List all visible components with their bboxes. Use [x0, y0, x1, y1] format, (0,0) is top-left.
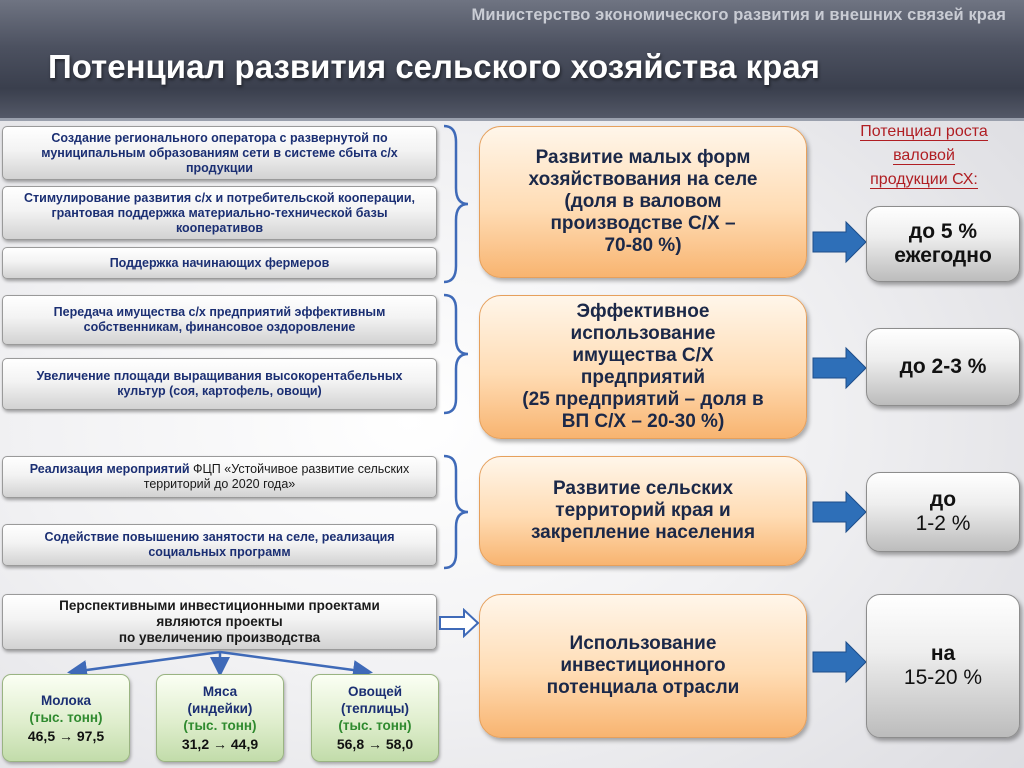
- hollow-arrow-icon: [438, 607, 480, 639]
- measure-text-bold: Реализация мероприятий: [29, 462, 190, 476]
- product-unit: (тыс. тонн): [29, 710, 103, 725]
- growth-heading-line: Потенциал роста: [860, 123, 988, 141]
- slide-title: Потенциал развития сельского хозяйства к…: [48, 48, 820, 85]
- growth-heading-line: валовой: [893, 147, 955, 165]
- growth-line: на: [930, 642, 956, 665]
- investment-projects-text: Перспективными инвестиционными проектами…: [59, 598, 380, 646]
- direction-line: Развитие сельских: [552, 478, 734, 499]
- curly-brace-icon: [440, 124, 470, 284]
- measure-text: Создание регионального оператора с разве…: [41, 130, 398, 175]
- measure-box-regional-operator: Создание регионального оператора с разве…: [2, 126, 437, 180]
- product-unit: (тыс. тонн): [183, 718, 257, 733]
- direction-line: (доля в валовом: [564, 191, 722, 212]
- measure-box-fcp-program: Реализация мероприятий ФЦП «Устойчивое р…: [2, 456, 437, 498]
- growth-box-investment: на 15-20 %: [866, 594, 1020, 738]
- direction-line: Развитие малых форм: [535, 147, 751, 168]
- direction-box-small-farms: Развитие малых форм хозяйствования на се…: [479, 126, 807, 278]
- growth-line: ежегодно: [894, 244, 992, 267]
- direction-line: 70-80 %): [604, 235, 682, 256]
- direction-text: Использование инвестиционного потенциала…: [547, 633, 740, 699]
- product-unit: (тыс. тонн): [338, 718, 412, 733]
- measure-text: Поддержка начинающих фермеров: [109, 255, 330, 270]
- curly-brace-icon: [440, 454, 470, 570]
- product-name-detail: (теплицы): [341, 701, 409, 716]
- growth-box-property: до 2-3 %: [866, 328, 1020, 406]
- measure-text: Содействие повышению занятости на селе, …: [44, 530, 395, 559]
- product-value: 56,8 → 58,0: [336, 736, 414, 752]
- direction-line: имущества С/Х: [572, 345, 714, 366]
- direction-line: производстве С/Х –: [550, 213, 736, 234]
- right-arrow-icon: [812, 490, 868, 534]
- direction-line: ВП С/Х – 20-30 %): [561, 411, 725, 432]
- direction-line: хозяйствования на селе: [528, 169, 758, 190]
- ministry-name: Министерство экономического развития и в…: [471, 6, 1006, 24]
- product-box-meat: Мяса (индейки) (тыс. тонн) 31,2 → 44,9: [156, 674, 284, 762]
- direction-text: Развитие малых форм хозяйствования на се…: [529, 147, 758, 257]
- growth-box-rural: до 1-2 %: [866, 472, 1020, 552]
- measure-box-cooperation: Стимулирование развития с/х и потребител…: [2, 186, 437, 240]
- right-arrow-icon: [812, 346, 868, 390]
- measure-text-plain: ФЦП «Устойчивое развитие сельских террит…: [143, 462, 410, 491]
- growth-text: до 2-3 %: [900, 355, 987, 379]
- growth-text: до 5 % ежегодно: [894, 220, 992, 268]
- direction-line: предприятий: [580, 367, 706, 388]
- measure-text: Увеличение площади выращивания высокорен…: [36, 369, 403, 398]
- product-value: 31,2 → 44,9: [181, 736, 259, 752]
- direction-box-property-use: Эффективное использование имущества С/Х …: [479, 295, 807, 439]
- direction-line: закрепление населения: [530, 522, 756, 543]
- investment-line-2: являются проекты: [156, 614, 283, 629]
- direction-line: территорий края и: [555, 500, 731, 521]
- growth-line: до 2-3 %: [899, 355, 987, 378]
- measure-box-crop-area: Увеличение площади выращивания высокорен…: [2, 358, 437, 410]
- product-box-vegetables: Овощей (теплицы) (тыс. тонн) 56,8 → 58,0: [311, 674, 439, 762]
- growth-line: до: [929, 488, 957, 511]
- direction-box-rural-development: Развитие сельских территорий края и закр…: [479, 456, 807, 566]
- direction-line: (25 предприятий – доля в: [522, 389, 764, 410]
- investment-projects-box: Перспективными инвестиционными проектами…: [2, 594, 437, 650]
- growth-line: 1-2 %: [915, 512, 971, 535]
- product-name: Овощей: [347, 684, 403, 699]
- branch-arrows-icon: [60, 650, 380, 680]
- curly-brace-icon: [440, 293, 470, 415]
- growth-line: до 5 %: [908, 220, 978, 243]
- growth-text: на 15-20 %: [904, 642, 982, 690]
- direction-line: использование: [570, 323, 716, 344]
- measure-text: Стимулирование развития с/х и потребител…: [24, 190, 415, 235]
- direction-text: Эффективное использование имущества С/Х …: [522, 301, 763, 433]
- product-box-milk: Молока (тыс. тонн) 46,5 → 97,5: [2, 674, 130, 762]
- measure-box-young-farmers: Поддержка начинающих фермеров: [2, 247, 437, 279]
- measure-text: Передача имущества с/х предприятий эффек…: [53, 305, 386, 334]
- product-name: Мяса: [202, 684, 238, 699]
- direction-line: потенциала отрасли: [546, 677, 740, 698]
- product-value: 46,5 → 97,5: [27, 728, 105, 744]
- direction-text: Развитие сельских территорий края и закр…: [531, 478, 755, 544]
- direction-line: инвестиционного: [560, 655, 726, 676]
- measure-box-employment: Содействие повышению занятости на селе, …: [2, 524, 437, 566]
- growth-potential-heading: Потенциал роста валовой продукции СХ:: [826, 120, 1022, 192]
- direction-box-investment: Использование инвестиционного потенциала…: [479, 594, 807, 738]
- slide-header: Министерство экономического развития и в…: [0, 0, 1024, 121]
- growth-heading-line: продукции СХ:: [870, 171, 978, 189]
- growth-text: до 1-2 %: [916, 488, 971, 536]
- investment-line-3: по увеличению производства: [118, 630, 321, 645]
- direction-line: Использование: [569, 633, 717, 654]
- measure-text: Реализация мероприятий ФЦП «Устойчивое р…: [11, 462, 428, 492]
- direction-line: Эффективное: [576, 301, 710, 322]
- right-arrow-icon: [812, 640, 868, 684]
- product-name: Молока: [40, 693, 92, 708]
- growth-box-small-farms: до 5 % ежегодно: [866, 206, 1020, 282]
- growth-line: 15-20 %: [903, 666, 983, 689]
- investment-line-1: Перспективными инвестиционными проектами: [59, 598, 380, 613]
- product-name-detail: (индейки): [187, 701, 253, 716]
- right-arrow-icon: [812, 220, 868, 264]
- measure-box-property-transfer: Передача имущества с/х предприятий эффек…: [2, 295, 437, 345]
